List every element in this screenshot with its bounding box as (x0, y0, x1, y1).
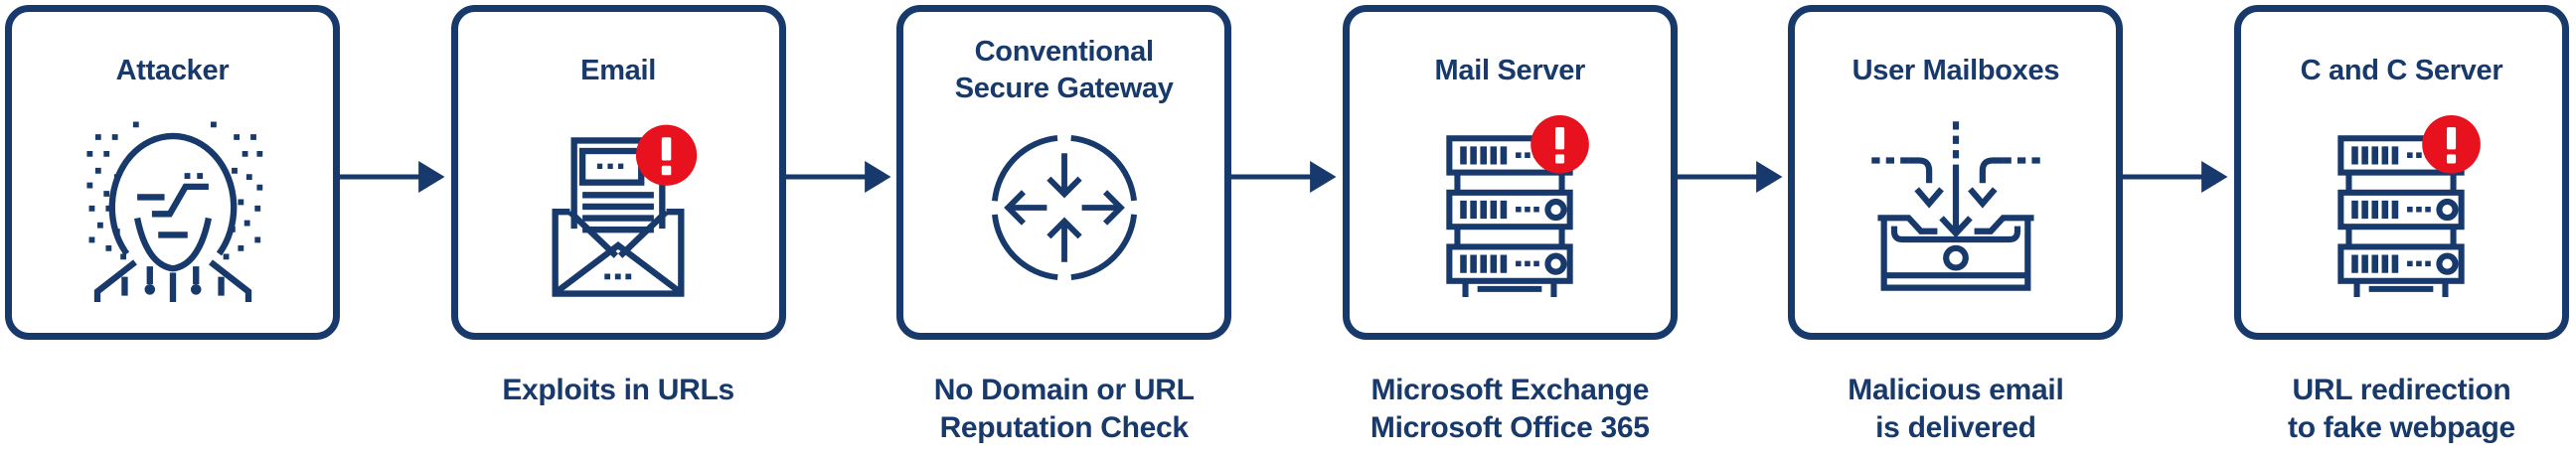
stage-title: Email (458, 32, 779, 109)
stage-caption-line: Reputation Check (939, 411, 1190, 444)
gateway-arrows-icon (903, 109, 1224, 305)
stage-box-mail-server: Mail Server (1342, 5, 1678, 340)
stage-caption: Exploits in URLs (451, 372, 786, 409)
flow-arrow (785, 159, 897, 195)
stage-caption: Microsoft Exchange Microsoft Office 365 (1343, 372, 1678, 447)
flow-arrow (340, 159, 451, 195)
stage-title-line: Conventional (974, 36, 1154, 68)
stage-caption: No Domain or URL Reputation Check (896, 372, 1231, 447)
stage-caption: Malicious email is delivered (1788, 372, 2123, 447)
stage-title-line: Mail Server (1434, 54, 1586, 86)
stage-title: Attacker (12, 32, 333, 109)
stage-box-user-mailboxes: User Mailboxes (1788, 5, 2124, 340)
stage-box-cc-server: C and C Server (2233, 5, 2569, 340)
stage-title-line: Secure Gateway (954, 73, 1174, 104)
stage-title: C and C Server (2241, 32, 2562, 109)
stage-caption-line: Microsoft Office 365 (1369, 411, 1650, 444)
stage-attacker: Attacker (5, 5, 340, 372)
stage-secure-gateway: Conventional Secure Gateway No Domain or… (896, 5, 1232, 447)
stage-title: Conventional Secure Gateway (903, 32, 1224, 109)
command-control-server-icon (2241, 109, 2562, 305)
hacker-attacker-icon (12, 109, 333, 305)
flow-arrow (1677, 159, 1789, 195)
alert-badge-icon (2422, 114, 2482, 174)
stage-caption-line: Microsoft Exchange (1370, 374, 1650, 406)
stage-caption-line: No Domain or URL (933, 374, 1195, 406)
flow-arrow (1231, 159, 1343, 195)
stage-email: Email (450, 5, 786, 409)
mail-server-icon (1350, 109, 1671, 305)
stage-title-line: C and C Server (2300, 54, 2503, 86)
stage-box-email: Email (450, 5, 786, 340)
stage-caption: URL redirection to fake webpage (2234, 372, 2569, 447)
stage-box-attacker: Attacker (5, 5, 340, 340)
stage-caption-line: is delivered (1875, 411, 2036, 444)
stage-mail-server: Mail Server (1342, 5, 1678, 447)
stage-title-line: User Mailboxes (1852, 54, 2060, 86)
attack-flow-diagram: Attacker (5, 5, 2569, 447)
flow-arrow (2123, 159, 2234, 195)
stage-title-line: Email (580, 54, 657, 86)
stage-caption-line: Exploits in URLs (502, 374, 734, 406)
inbox-mailboxes-icon (1795, 109, 2116, 305)
stage-box-secure-gateway: Conventional Secure Gateway (896, 5, 1232, 340)
stage-user-mailboxes: User Mailboxes (1788, 5, 2124, 447)
stage-cc-server: C and C Server (2233, 5, 2569, 447)
stage-caption-line: to fake webpage (2288, 411, 2515, 444)
stage-caption-line: URL redirection (2292, 374, 2511, 406)
alert-badge-icon (1530, 114, 1590, 174)
alert-badge-icon (636, 124, 698, 186)
email-envelope-icon (458, 109, 779, 305)
stage-caption-line: Malicious email (1848, 374, 2064, 406)
stage-title-line: Attacker (115, 54, 230, 86)
stage-title: User Mailboxes (1795, 32, 2116, 109)
stage-title: Mail Server (1350, 32, 1671, 109)
